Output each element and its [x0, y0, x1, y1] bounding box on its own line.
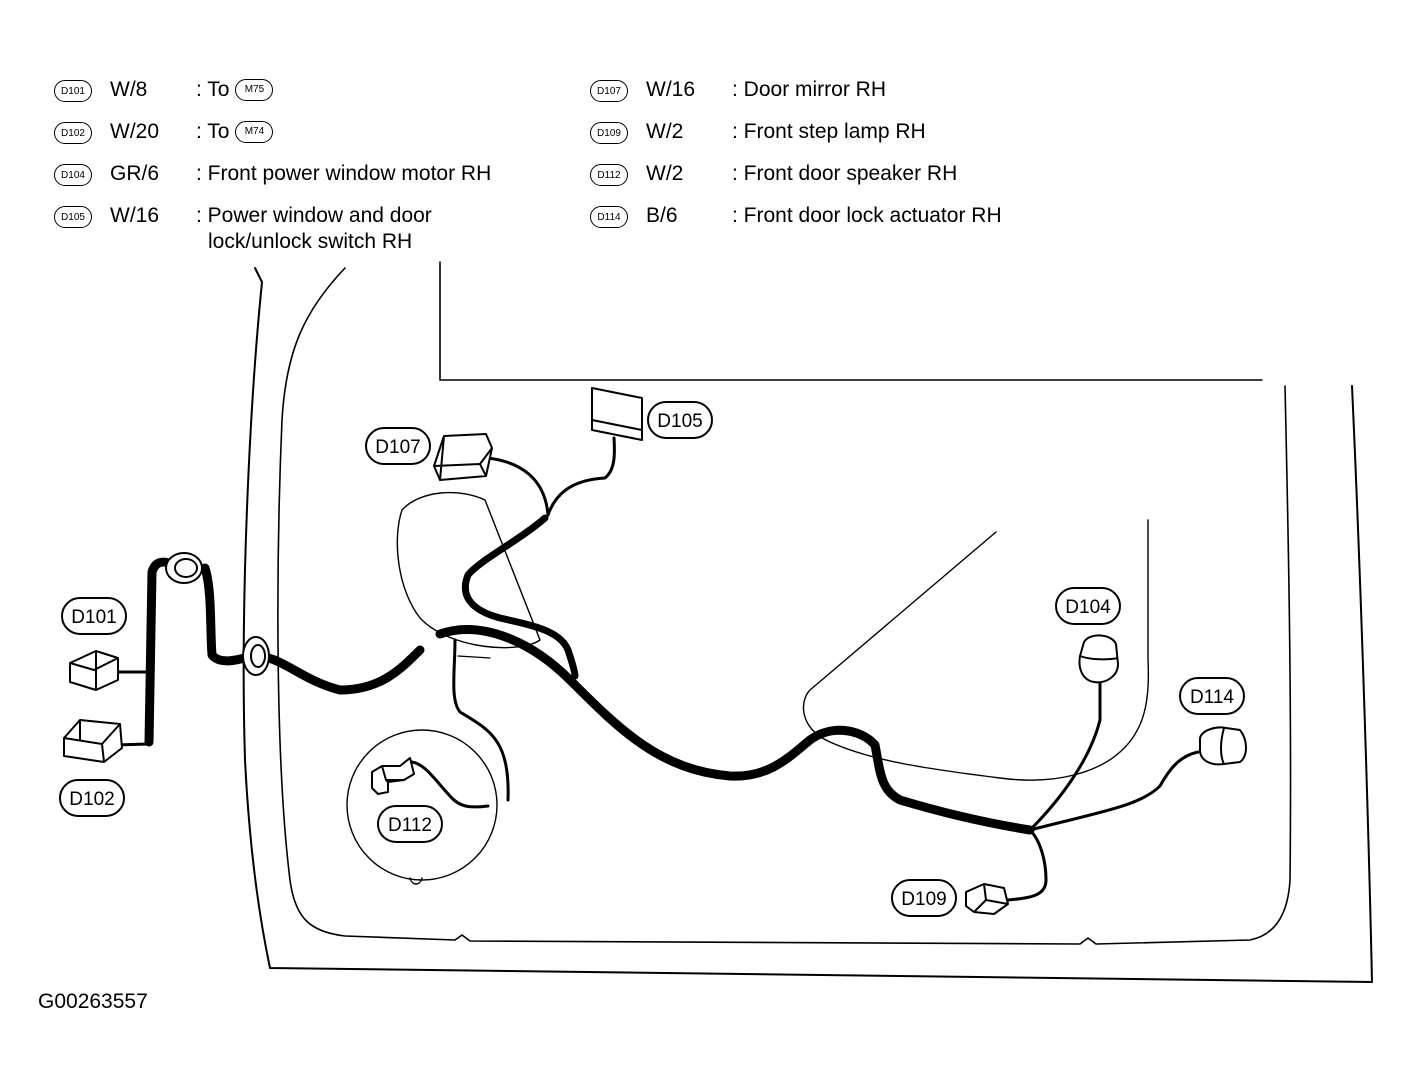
- d112-branch: [452, 638, 510, 802]
- d112-pigtail: [410, 760, 490, 809]
- mating-connector-badge: M74: [235, 121, 274, 144]
- d109-callout-bubble: [891, 879, 957, 917]
- connector-description: : Front power window motor RH: [196, 162, 492, 185]
- d112-connector: [371, 757, 415, 795]
- legend-row-d114: D114 B/6 : Front door lock actuator RH: [590, 204, 1150, 234]
- legend-row-d105: D105 W/16 : Power window and door lock/u…: [54, 204, 574, 260]
- connector-code-badge: D107: [590, 80, 628, 102]
- upper-grommet-inner: [174, 558, 198, 578]
- d105-callout: D105: [657, 411, 702, 432]
- service-hole-inner-line: [457, 655, 491, 659]
- connector-description: : Front step lamp RH: [732, 120, 926, 143]
- wire-spec: W/16: [646, 78, 696, 101]
- connector-code-badge: D109: [590, 122, 628, 144]
- door-outer-edge: [242, 267, 1373, 983]
- wire-spec: W/2: [646, 120, 684, 143]
- d107-callout-bubble: [365, 427, 431, 465]
- description-text: : To: [196, 120, 230, 143]
- connector-code-badge: D112: [590, 164, 628, 186]
- d101-connector: [69, 650, 119, 691]
- d114-callout-bubble: [1179, 677, 1245, 715]
- d114-connector: [1199, 726, 1247, 766]
- legend-row-d104: D104 GR/6 : Front power window motor RH: [54, 162, 574, 192]
- wire-spec: W/20: [110, 120, 160, 143]
- main-harness-trunk: [144, 557, 425, 747]
- d101-callout-bubble: [61, 597, 127, 635]
- wire-spec: GR/6: [110, 162, 160, 185]
- d109-branch: [1006, 828, 1048, 902]
- connector-description: : Front door speaker RH: [732, 162, 958, 185]
- d104-branch: [1028, 674, 1102, 832]
- wire-spec: B/6: [646, 204, 678, 227]
- d102-connector: [63, 719, 123, 763]
- d105-branch: [546, 436, 616, 517]
- description-text-line2: lock/unlock switch RH: [208, 230, 413, 253]
- door-inner-contour: [277, 267, 1292, 945]
- d114-branch: [1028, 750, 1200, 832]
- d112-callout: D112: [388, 815, 432, 836]
- description-text: : Power window and door: [196, 204, 432, 227]
- wire-spec: W/16: [110, 204, 160, 227]
- d102-callout-bubble: [59, 779, 125, 817]
- d114-callout: D114: [1190, 687, 1234, 708]
- connector-description: : Power window and door lock/unlock swit…: [196, 204, 432, 254]
- d107-callout: D107: [375, 437, 420, 458]
- connector-description: : Door mirror RH: [732, 78, 887, 101]
- legend-row-d112: D112 W/2 : Front door speaker RH: [590, 162, 1150, 192]
- wire-spec: W/8: [110, 78, 148, 101]
- speaker-mount-tab: [409, 877, 423, 885]
- service-hole-outline: [396, 491, 541, 649]
- wire-spec: W/2: [646, 162, 684, 185]
- d104-callout: D104: [1065, 597, 1111, 618]
- d104-callout-bubble: [1055, 587, 1121, 625]
- d109-connector: [965, 883, 1009, 915]
- d107-connector: [433, 433, 493, 481]
- legend-row-d107: D107 W/16 : Door mirror RH: [590, 78, 1150, 108]
- description-text: : To: [196, 78, 230, 101]
- figure-id: G00263557: [38, 990, 148, 1013]
- d105-callout-bubble: [647, 401, 713, 439]
- mating-connector-badge: M75: [235, 79, 274, 102]
- connector-code-badge: D104: [54, 164, 92, 186]
- mirror-switch-branch: [461, 514, 579, 680]
- main-harness-body: [435, 625, 1035, 835]
- connector-code-badge: D114: [590, 206, 628, 228]
- d109-callout: D109: [901, 889, 946, 910]
- lower-grommet-inner: [250, 644, 266, 668]
- connector-description: : Front door lock actuator RH: [732, 204, 1002, 227]
- d105-connector: [591, 387, 643, 441]
- connector-code-badge: D105: [54, 206, 92, 228]
- legend-row-d109: D109 W/2 : Front step lamp RH: [590, 120, 1150, 150]
- connector-code-badge: D102: [54, 122, 92, 144]
- d107-branch: [486, 456, 550, 517]
- d102-callout: D102: [69, 789, 114, 810]
- d104-connector: [1078, 634, 1119, 684]
- window-opening-edge: [439, 261, 1263, 381]
- d101-callout: D101: [71, 607, 116, 628]
- d112-callout-bubble: [377, 805, 443, 843]
- connector-code-badge: D101: [54, 80, 92, 102]
